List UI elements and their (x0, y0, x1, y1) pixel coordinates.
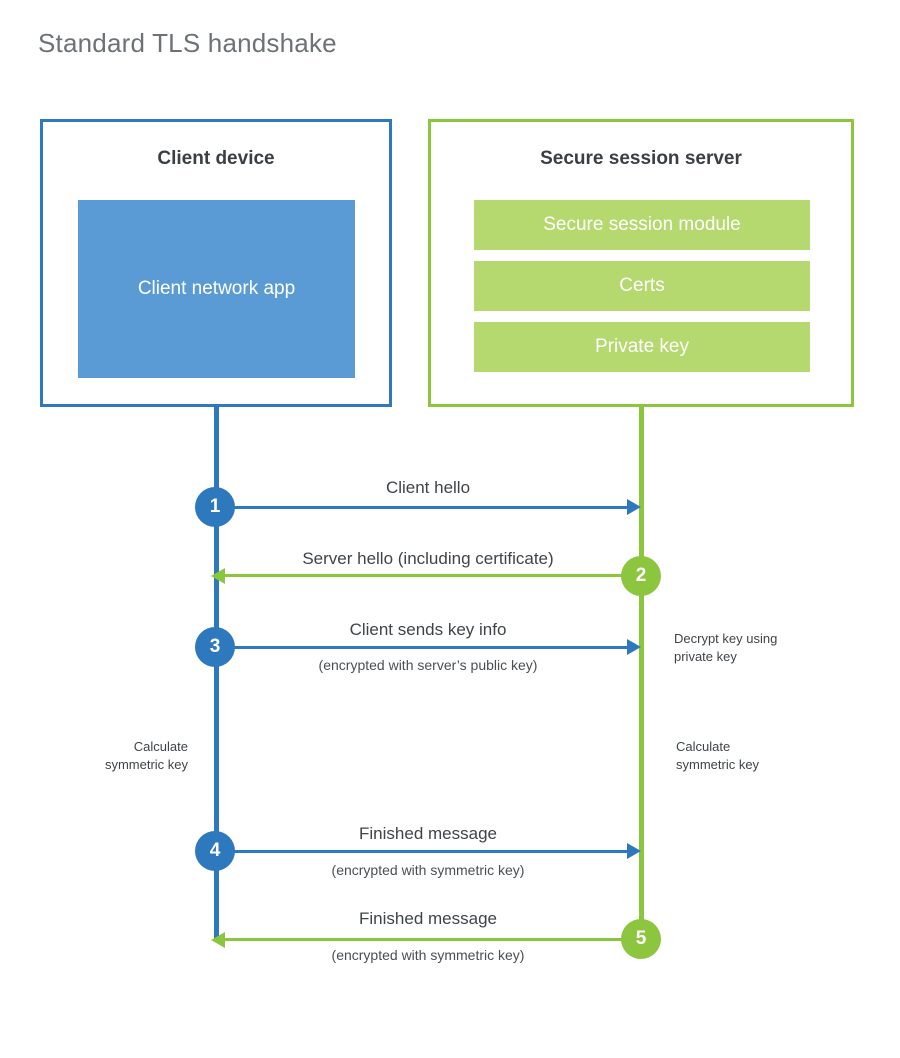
step-1-marker: 1 (195, 487, 235, 527)
step-4-sublabel: (encrypted with symmetric key) (331, 862, 525, 878)
step-5-sublabel: (encrypted with symmetric key) (331, 947, 525, 963)
server-component-certs: Certs (474, 261, 810, 311)
step-1-label: Client hello (385, 478, 471, 497)
step-1-arrow-line (216, 506, 628, 509)
step-5-label: Finished message (359, 909, 497, 928)
step-3-sublabel: (encrypted with server’s public key) (318, 657, 538, 673)
client-device-title: Client device (157, 148, 275, 169)
server-lifeline (639, 406, 644, 939)
step-2-arrow-head (211, 568, 225, 584)
step-1-arrow-head (627, 499, 641, 515)
step-3-arrow-head (627, 639, 641, 655)
page-title: Standard TLS handshake (38, 28, 337, 58)
step-2-label: Server hello (including certificate) (302, 549, 554, 568)
step-3-arrow-line (216, 646, 628, 649)
step-4-marker: 4 (195, 831, 235, 871)
secure-session-server-box: Secure session server Secure session mod… (428, 119, 854, 407)
secure-session-server-title: Secure session server (540, 148, 742, 169)
client-lifeline (214, 406, 219, 942)
step-2-arrow-line (224, 574, 628, 577)
annotation-server-calculate-symmetric-key: Calculate symmetric key (676, 739, 760, 772)
step-4-arrow-head (627, 843, 641, 859)
server-component-private-key: Private key (474, 322, 810, 372)
annotation-decrypt-key: Decrypt key using private key (674, 631, 778, 664)
step-5-arrow-line (224, 938, 628, 941)
step-3-label: Client sends key info (349, 620, 507, 639)
step-3-marker: 3 (195, 627, 235, 667)
step-5-arrow-head (211, 932, 225, 948)
annotation-client-calculate-symmetric-key: Calculate symmetric key (104, 739, 188, 772)
client-network-app-block: Client network app (78, 200, 355, 378)
step-4-arrow-line (216, 850, 628, 853)
server-component-secure-session-module: Secure session module (474, 200, 810, 250)
step-5-marker: 5 (621, 919, 661, 959)
server-component-list: Secure session module Certs Private key (474, 200, 810, 372)
client-device-box: Client device Client network app (40, 119, 392, 407)
step-4-label: Finished message (359, 824, 497, 843)
step-2-marker: 2 (621, 556, 661, 596)
